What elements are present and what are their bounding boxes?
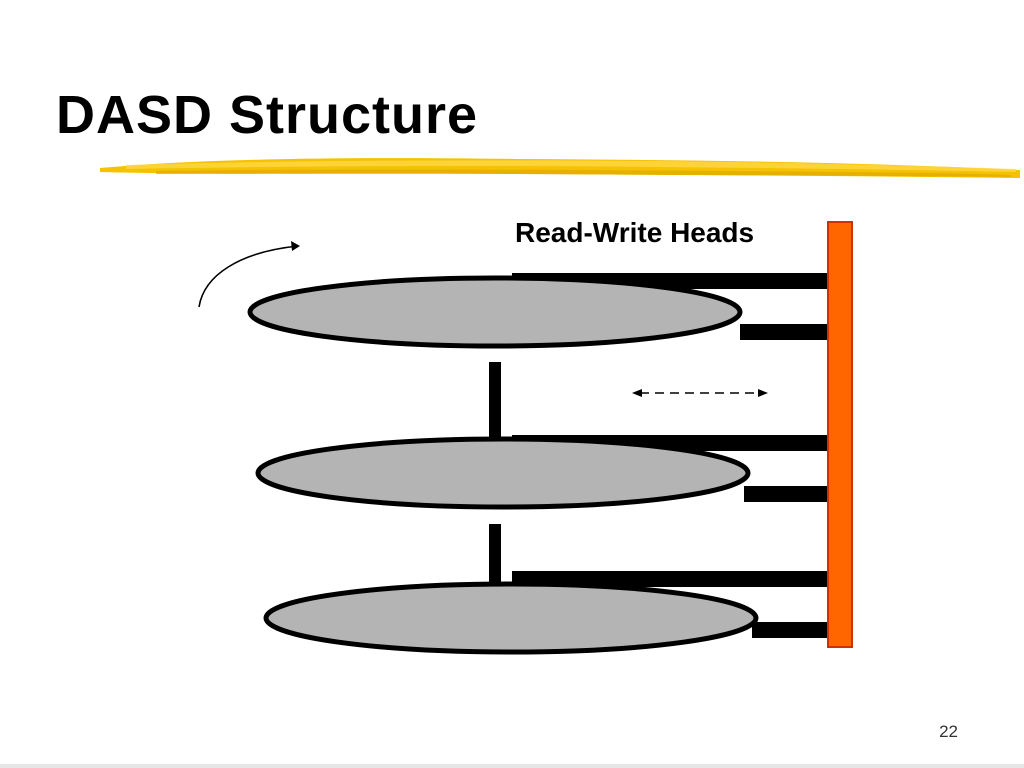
underline-stroke-dark: [156, 169, 1011, 177]
bottom-divider: [0, 764, 1024, 768]
head-arm-lower: [744, 486, 830, 502]
platter-1: [247, 273, 830, 349]
title-underline-brush: [100, 158, 1020, 178]
slide-title: DASD Structure: [56, 85, 479, 145]
platter-2: [255, 435, 830, 510]
platter-disk: [263, 581, 759, 655]
curved-arrow-icon: [198, 241, 300, 308]
platter-disk: [255, 436, 751, 510]
underline-stroke-light: [126, 160, 1016, 172]
platter-disk: [247, 275, 743, 349]
head-arm-lower: [740, 324, 830, 340]
head-arm-lower: [752, 622, 830, 638]
actuator-bar: [827, 221, 853, 648]
head-arm-upper: [512, 571, 830, 587]
page-number: 22: [939, 722, 958, 741]
platter-3: [263, 571, 830, 655]
double-arrow-icon: [632, 389, 768, 397]
spindle-segment-upper: [489, 362, 501, 458]
read-write-heads-label: Read-Write Heads: [515, 217, 754, 248]
